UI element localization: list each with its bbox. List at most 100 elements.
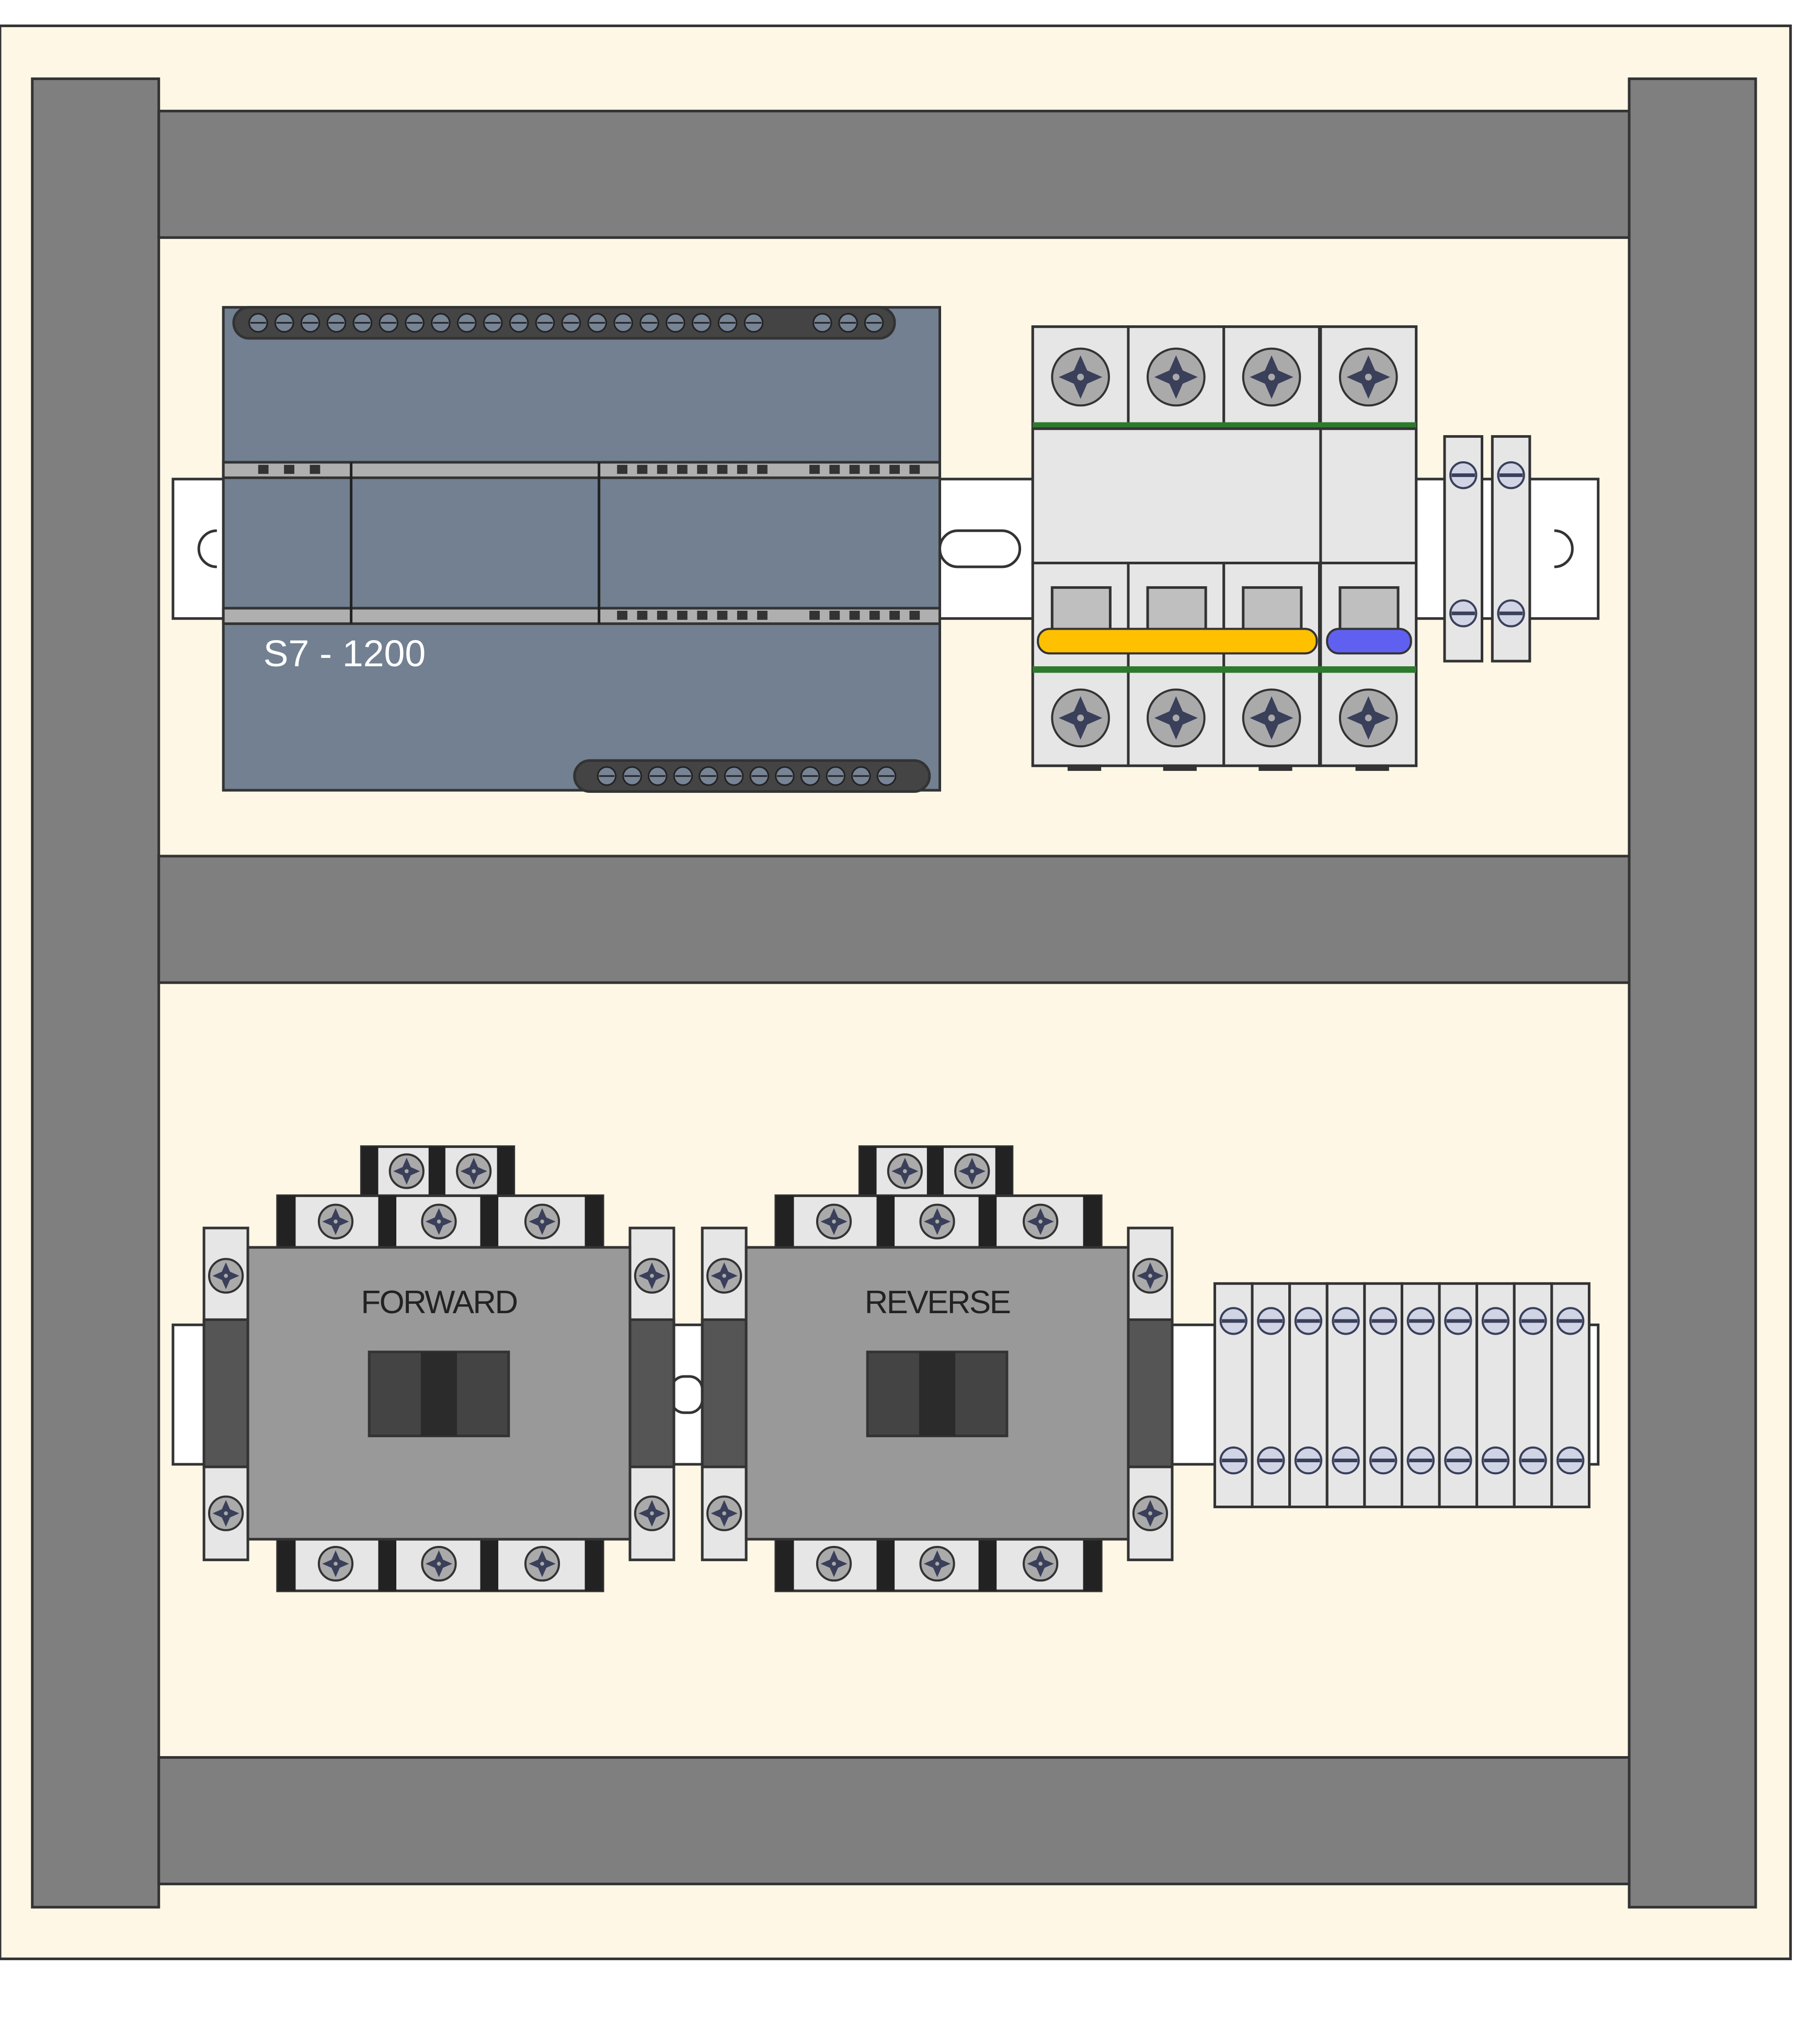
contactor-label: FORWARD <box>361 1284 517 1321</box>
plc-divider-top <box>222 461 942 480</box>
screw-icon <box>1051 688 1110 748</box>
plc-terminal-screw <box>248 313 268 333</box>
plc-led <box>869 610 880 620</box>
plc-terminal-screw <box>483 313 503 333</box>
breaker-clip <box>1067 764 1102 771</box>
terminal-block <box>1550 1282 1590 1508</box>
plc-terminal-screw <box>535 313 555 333</box>
contactor: REVERSE <box>701 1145 1174 1592</box>
screw-icon <box>1242 347 1301 407</box>
screw-icon <box>421 1545 457 1582</box>
contactor: FORWARD <box>202 1145 676 1592</box>
plc-terminal-screw <box>864 313 884 333</box>
slot-screw-icon <box>1444 1446 1472 1475</box>
screw-icon <box>919 1545 955 1582</box>
plc-terminal-screw <box>379 313 398 333</box>
breaker-handle-bar-3pole <box>1037 628 1318 655</box>
screw-icon <box>1132 1495 1169 1531</box>
plc-led <box>657 610 668 620</box>
contactor-label: REVERSE <box>865 1284 1010 1321</box>
plc-terminal-screw <box>749 766 770 786</box>
screw-icon <box>706 1258 742 1294</box>
slot-screw-icon <box>1497 599 1525 628</box>
plc-led <box>258 464 269 474</box>
terminal-block <box>1288 1282 1329 1508</box>
plc-terminal-screw <box>300 313 320 333</box>
screw-icon <box>919 1203 955 1239</box>
plc-body <box>222 306 942 792</box>
slot-screw-icon <box>1481 1446 1510 1475</box>
plc-model-label: S7 - 1200 <box>264 633 426 675</box>
plc-led <box>809 610 820 620</box>
plc-led <box>869 464 880 474</box>
breaker-label-panel <box>1031 427 1322 565</box>
screw-icon <box>706 1495 742 1531</box>
plc-terminal-screw <box>613 313 633 333</box>
slot-screw-icon <box>1369 1446 1398 1475</box>
terminal-block <box>1400 1282 1441 1508</box>
screw-icon <box>208 1495 244 1531</box>
plc-led <box>617 610 627 620</box>
plc-terminal-screw <box>457 313 477 333</box>
screw-icon <box>1242 688 1301 748</box>
screw-icon <box>887 1153 923 1189</box>
plc-led <box>809 464 820 474</box>
breaker-top-terminal <box>1222 325 1321 426</box>
plc-terminal-screw <box>509 313 529 333</box>
slot-screw-icon <box>1294 1446 1323 1475</box>
plc-terminal-screw <box>812 313 832 333</box>
frame-middle-bar <box>157 855 1631 984</box>
screw-icon <box>954 1153 990 1189</box>
plc-terminal-screw <box>352 313 373 333</box>
screw-icon <box>388 1153 425 1189</box>
breaker-green-line <box>1033 666 1416 673</box>
terminal-block <box>1475 1282 1516 1508</box>
plc-terminal-screw <box>647 766 668 786</box>
terminal-block <box>1251 1282 1291 1508</box>
screw-icon <box>524 1203 560 1239</box>
plc-terminal-screw <box>691 313 712 333</box>
plc-terminal-screw <box>405 313 425 333</box>
end-clamp <box>1443 435 1484 663</box>
plc-led <box>697 610 708 620</box>
plc-terminal-screw <box>622 766 642 786</box>
breaker-clip <box>1355 764 1389 771</box>
plc-led <box>909 610 920 620</box>
slot-screw-icon <box>1449 461 1478 490</box>
screw-icon <box>1132 1258 1169 1294</box>
plc-led <box>889 464 900 474</box>
slot-screw-icon <box>1219 1446 1247 1475</box>
screw-icon <box>208 1258 244 1294</box>
plc-led <box>717 610 728 620</box>
plc-terminal-screw <box>639 313 659 333</box>
plc-led <box>829 464 840 474</box>
plc-terminal-screw <box>587 313 607 333</box>
screw-icon <box>524 1545 560 1582</box>
slot-screw-icon <box>1406 1307 1435 1335</box>
slot-screw-icon <box>1497 461 1525 490</box>
plc-terminal-screw <box>800 766 820 786</box>
screw-icon <box>1338 347 1398 407</box>
plc-terminal-screw <box>699 766 718 786</box>
plc-terminal-screw <box>673 766 693 786</box>
plc-led <box>757 610 768 620</box>
plc-terminal-screw <box>666 313 685 333</box>
slot-screw-icon <box>1369 1307 1398 1335</box>
screw-icon <box>1147 688 1206 748</box>
screw-icon <box>1338 688 1398 748</box>
plc-led <box>849 464 860 474</box>
terminal-block <box>1213 1282 1254 1508</box>
terminal-block <box>1325 1282 1366 1508</box>
slot-screw-icon <box>1332 1307 1360 1335</box>
circuit-breaker <box>1031 325 1418 771</box>
screw-icon <box>317 1545 354 1582</box>
breaker-label-panel <box>1319 427 1418 565</box>
plc-led <box>677 610 688 620</box>
end-clamps <box>1443 435 1531 663</box>
plc-led <box>657 464 668 474</box>
slot-screw-icon <box>1444 1307 1472 1335</box>
plc-terminal-screw <box>876 766 897 786</box>
screw-icon <box>634 1258 670 1294</box>
plc-led <box>909 464 920 474</box>
terminal-block <box>1438 1282 1479 1508</box>
